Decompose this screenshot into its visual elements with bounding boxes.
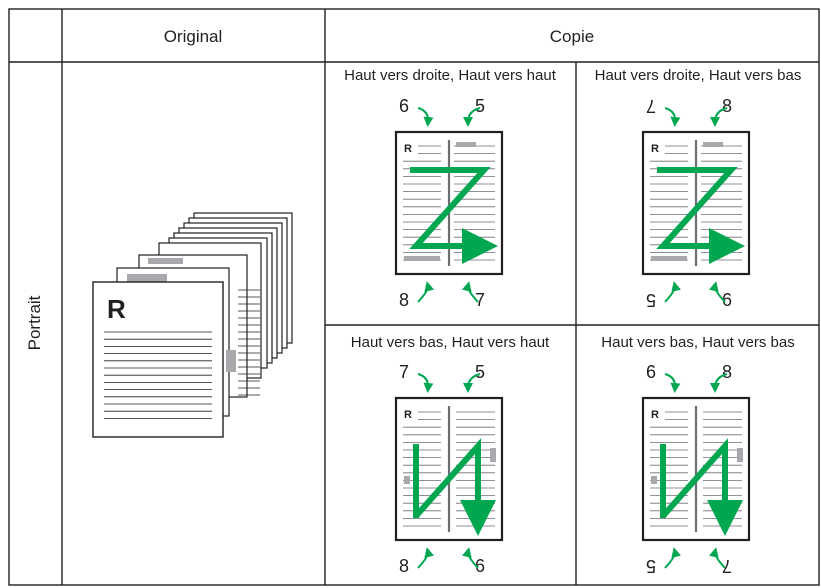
page-number-br: 6 bbox=[475, 556, 485, 576]
table-grid bbox=[8, 8, 820, 586]
page-number-bl: 8 bbox=[399, 556, 409, 576]
gray-block bbox=[404, 256, 440, 261]
curved-arrow-icon bbox=[710, 373, 728, 393]
gray-block bbox=[651, 476, 657, 484]
curved-arrow-icon bbox=[664, 547, 682, 569]
curved-arrow-icon bbox=[664, 107, 681, 127]
page-number-br: 7 bbox=[475, 290, 485, 310]
original-page-stack: R bbox=[92, 212, 293, 438]
copy-cell-top-right-top: Haut vers droite, Haut vers haut R 6 5 8 7 bbox=[344, 67, 557, 310]
gray-block bbox=[737, 448, 743, 462]
copy-page-letter: R bbox=[404, 409, 412, 421]
copy-cell-top-bottom-top: Haut vers bas, Haut vers haut R 7 5 8 6 bbox=[351, 334, 550, 576]
curved-arrow-icon bbox=[417, 281, 435, 303]
reading-order-arrow bbox=[413, 438, 496, 536]
page-number-bl: 8 bbox=[399, 290, 409, 310]
page-number-tr: 8 bbox=[722, 96, 732, 116]
curved-arrow-icon bbox=[417, 547, 435, 569]
page-number-bl: 5 bbox=[646, 290, 656, 310]
page-number-tl: 6 bbox=[399, 96, 409, 116]
copy-page-letter: R bbox=[404, 143, 412, 155]
page-number-bl: 5 bbox=[646, 556, 656, 576]
curved-arrow-icon bbox=[461, 281, 479, 303]
cell-caption: Haut vers droite, Haut vers bas bbox=[595, 67, 802, 84]
original-page-letter: R bbox=[107, 294, 126, 324]
page-number-tr: 5 bbox=[475, 362, 485, 382]
curved-arrow-icon bbox=[461, 547, 479, 569]
copy-page-letter: R bbox=[651, 143, 659, 155]
copy-cell-top-bottom-bottom: Haut vers bas, Haut vers bas R 6 8 5 7 bbox=[601, 334, 794, 576]
curved-arrow-icon bbox=[664, 281, 682, 303]
gray-block bbox=[651, 256, 687, 261]
page-number-tl: 7 bbox=[646, 96, 656, 116]
curved-arrow-icon bbox=[463, 373, 481, 393]
curved-arrow-icon bbox=[710, 107, 728, 127]
reading-order-arrow bbox=[660, 438, 743, 536]
cell-caption: Haut vers bas, Haut vers bas bbox=[601, 334, 794, 351]
gray-block bbox=[456, 142, 476, 147]
copy-page-letter: R bbox=[651, 409, 659, 421]
page-number-br: 6 bbox=[722, 290, 732, 310]
curved-arrow-icon bbox=[463, 107, 481, 127]
copy-cell-top-right-bottom: Haut vers droite, Haut vers bas R 7 8 5 6 bbox=[595, 67, 802, 310]
gray-block bbox=[404, 476, 410, 484]
original-header: Original bbox=[164, 27, 223, 46]
page-number-tr: 8 bbox=[722, 362, 732, 382]
curved-arrow-icon bbox=[417, 107, 434, 127]
curved-arrow-icon bbox=[417, 373, 434, 393]
gray-block bbox=[703, 142, 723, 147]
page-number-tr: 5 bbox=[475, 96, 485, 116]
gray-block bbox=[490, 448, 496, 462]
page-number-br: 7 bbox=[722, 556, 732, 576]
cell-caption: Haut vers droite, Haut vers haut bbox=[344, 67, 557, 84]
page-number-tl: 6 bbox=[646, 362, 656, 382]
reading-order-arrow bbox=[409, 167, 498, 264]
row-header-portrait: Portrait bbox=[25, 295, 44, 350]
curved-arrow-icon bbox=[664, 373, 681, 393]
copy-header: Copie bbox=[550, 27, 594, 46]
cell-caption: Haut vers bas, Haut vers haut bbox=[351, 334, 550, 351]
curved-arrow-icon bbox=[708, 547, 726, 569]
page-number-tl: 7 bbox=[399, 362, 409, 382]
reading-order-arrow bbox=[656, 167, 745, 264]
curved-arrow-icon bbox=[708, 281, 726, 303]
